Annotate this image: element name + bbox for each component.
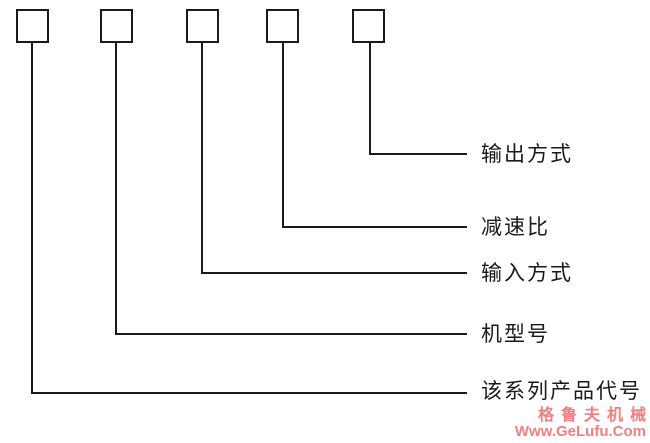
- watermark-url: Www.GeLufu.Com: [514, 423, 646, 440]
- watermark: 格鲁夫机械 Www.GeLufu.Com: [515, 407, 646, 440]
- label-series-product-code: 该系列产品代号: [481, 379, 642, 403]
- connector-input-mode: [201, 43, 467, 274]
- code-box-5: [352, 9, 385, 43]
- watermark-brand: 格鲁夫机械: [537, 407, 650, 424]
- code-box-4: [266, 9, 299, 43]
- code-box-1: [16, 9, 49, 43]
- connector-series-product-code: [31, 43, 467, 394]
- label-reduction-ratio: 减速比: [481, 215, 550, 239]
- label-input-mode: 输入方式: [481, 261, 573, 285]
- connector-reduction-ratio: [282, 43, 467, 228]
- label-output-mode: 输出方式: [481, 142, 573, 166]
- code-box-2: [100, 9, 133, 43]
- connector-output-mode: [369, 43, 467, 155]
- label-model-number: 机型号: [481, 322, 550, 346]
- code-box-3: [186, 9, 219, 43]
- connector-model-number: [115, 43, 467, 335]
